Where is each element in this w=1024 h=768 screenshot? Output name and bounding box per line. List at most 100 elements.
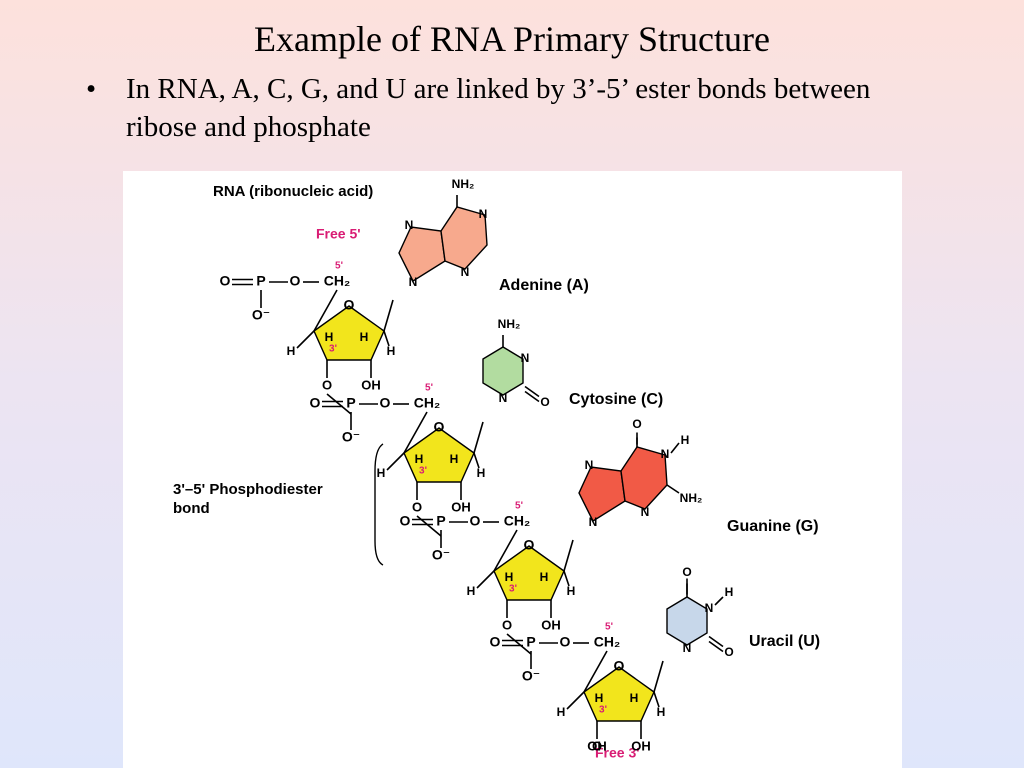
double-bond xyxy=(708,640,724,653)
bond-line xyxy=(386,452,405,471)
ribose-3-oxygen: O xyxy=(592,738,602,753)
guanine-h: H xyxy=(681,433,690,447)
adenine-nh2: NH₂ xyxy=(452,177,475,191)
phosphate-o-double: O xyxy=(310,395,321,411)
carbon-5-prime: 5' xyxy=(425,383,433,394)
guanine-n9: N xyxy=(589,515,598,529)
slide-title: Example of RNA Primary Structure xyxy=(254,19,770,59)
guanine-n1: N xyxy=(661,447,670,461)
ribose-ring-oxygen: O xyxy=(524,537,535,553)
ribose-h: H xyxy=(505,570,514,584)
adenine-ring-6 xyxy=(440,206,488,270)
carbon-5-prime: 5' xyxy=(335,261,343,272)
bond-line xyxy=(566,691,585,710)
guanine-nh2: NH₂ xyxy=(680,491,703,505)
uracil-n3: N xyxy=(705,601,714,615)
ribose-3-oxygen: O xyxy=(322,377,332,392)
ribose-2-oh: OH xyxy=(451,499,471,514)
carbon-3-prime: 3' xyxy=(509,584,517,595)
bond-line xyxy=(326,393,352,415)
phosphate-o-double: O xyxy=(220,273,231,289)
bond-line xyxy=(714,596,724,606)
uracil-n1: N xyxy=(683,641,692,655)
glycosidic-bond xyxy=(473,421,484,454)
bond-line xyxy=(473,452,480,469)
cytosine-label: Cytosine (C) xyxy=(569,391,663,408)
ribose-h: H xyxy=(467,584,476,598)
guanine-ring-6 xyxy=(620,446,668,510)
bond-line xyxy=(506,633,532,655)
ribose-ring-oxygen: O xyxy=(434,419,445,435)
ribose-ring-oxygen: O xyxy=(614,658,625,674)
free-3-prime-label: Free 3' xyxy=(595,745,640,761)
cytosine-ring xyxy=(482,346,524,396)
glycosidic-bond xyxy=(653,660,664,693)
ch2-group: CH₂ xyxy=(594,634,620,650)
ribose-h: H xyxy=(630,691,639,705)
ribose-3-oxygen: O xyxy=(412,499,422,514)
phosphate-o-bridge: O xyxy=(380,395,391,411)
ribose-2-oh: OH xyxy=(541,617,561,632)
phosphate-o-minus: O⁻ xyxy=(522,668,540,684)
carbon-5-prime: 5' xyxy=(515,501,523,512)
rna-structure-diagram: RNA (ribonucleic acid)Free 5'Free 3'3'–5… xyxy=(173,177,820,761)
ribose-ring xyxy=(583,666,655,722)
cytosine-n3: N xyxy=(521,351,530,365)
adenine-label: Adenine (A) xyxy=(499,277,589,294)
phosphate-o-bridge: O xyxy=(290,273,301,289)
phosphodiester-bracket xyxy=(374,443,384,566)
bond-line xyxy=(476,570,495,589)
bond-line xyxy=(563,570,570,587)
ribose-h: H xyxy=(567,584,576,598)
ribose-2-oh: OH xyxy=(631,738,651,753)
rna-structure-figure: RNA (ribonucleic acid)Free 5'Free 3'3'–5… xyxy=(123,171,902,768)
phosphate-p: P xyxy=(346,395,355,411)
ribose-ring xyxy=(313,305,385,361)
ch2-group: CH₂ xyxy=(504,513,530,529)
ribose-ring xyxy=(403,427,475,483)
phosphodiester-bond-label: 3'–5' Phosphodiester xyxy=(173,481,323,498)
guanine-n3: N xyxy=(641,505,650,519)
guanine-ring-5 xyxy=(578,466,626,523)
ribose-h: H xyxy=(657,705,666,719)
carbon-3-prime: 3' xyxy=(329,344,337,355)
glycosidic-bond xyxy=(383,299,394,332)
bond-line xyxy=(313,289,338,332)
phosphodiester-bond-label-line2: bond xyxy=(173,500,210,517)
phosphate-o-double: O xyxy=(400,513,411,529)
ribose-h: H xyxy=(325,330,334,344)
cytosine-o2: O xyxy=(540,395,549,409)
uracil-ring xyxy=(666,596,708,646)
adenine-n7: N xyxy=(405,218,414,232)
cytosine-n1: N xyxy=(499,391,508,405)
bond-line xyxy=(493,529,518,572)
adenine-n1: N xyxy=(479,207,488,221)
ribose-ring-oxygen: O xyxy=(344,297,355,313)
ribose-h: H xyxy=(415,452,424,466)
double-bond xyxy=(708,635,724,648)
glycosidic-bond xyxy=(563,539,574,572)
guanine-label: Guanine (G) xyxy=(727,518,819,535)
bond-line xyxy=(403,411,428,454)
figure-heading: RNA (ribonucleic acid) xyxy=(213,183,373,200)
ribose-h: H xyxy=(360,330,369,344)
ribose-h: H xyxy=(450,452,459,466)
bond-line xyxy=(383,330,390,347)
bond-line xyxy=(670,442,680,454)
ribose-h: H xyxy=(477,466,486,480)
ribose-h: H xyxy=(287,344,296,358)
cytosine-nh2: NH₂ xyxy=(498,317,521,331)
phosphate-p: P xyxy=(436,513,445,529)
adenine-n3: N xyxy=(461,265,470,279)
bullet-text: In RNA, A, C, G, and U are linked by 3’-… xyxy=(126,73,871,143)
ribose-2-oh: OH xyxy=(361,377,381,392)
phosphate-p: P xyxy=(526,634,535,650)
guanine-n7: N xyxy=(585,458,594,472)
bond-line xyxy=(416,515,442,537)
adenine-n9: N xyxy=(409,275,418,289)
phosphate-o-minus: O⁻ xyxy=(252,307,270,323)
double-bond xyxy=(524,385,540,398)
ribose-h: H xyxy=(595,691,604,705)
ribose-3-oxygen: O xyxy=(502,617,512,632)
double-bond xyxy=(524,390,540,403)
